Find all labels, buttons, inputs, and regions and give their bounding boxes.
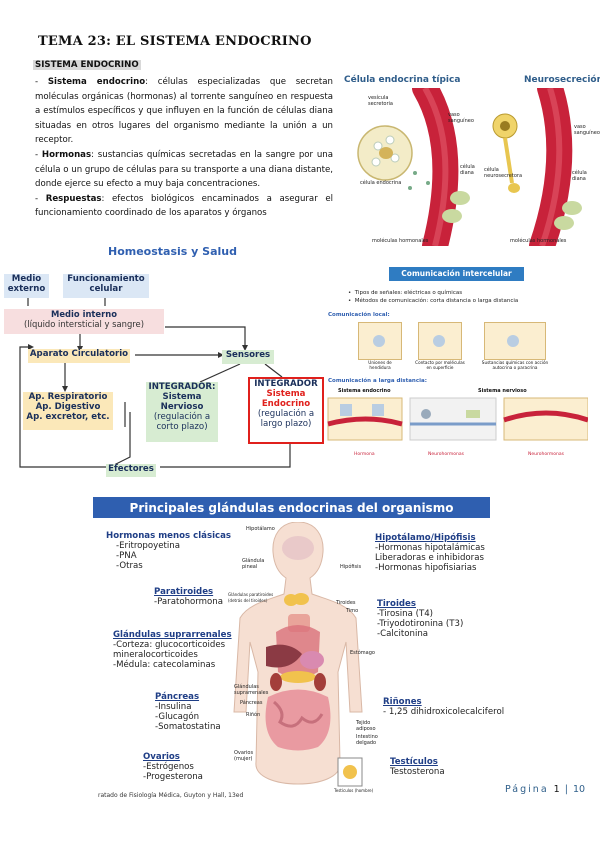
body-label-hipofisis: Hipófisis bbox=[340, 564, 362, 570]
label-celula-endocrina: célula endocrina bbox=[360, 180, 402, 186]
local-panel-1 bbox=[358, 322, 402, 360]
body-label-hipotalamo: Hipotálamo bbox=[246, 526, 275, 532]
comm-local-label: Comunicación local: bbox=[328, 312, 390, 318]
page-title: TEMA 23: EL SISTEMA ENDOCRINO bbox=[38, 34, 312, 49]
local-label-1: Uniones de hendidura bbox=[368, 360, 392, 370]
body-label-paratiroides: Glándulas paratiroides (detrás del tiroi… bbox=[228, 592, 274, 603]
body-label-pineal: Glándula pineal bbox=[242, 558, 265, 570]
comm-title: Comunicación intercelular bbox=[389, 267, 524, 281]
glands-title: Principales glándulas endocrinas del org… bbox=[93, 497, 490, 518]
section-heading: SISTEMA ENDOCRINO bbox=[33, 60, 141, 70]
box-medio-interno: Medio interno (líquido intersticial y sa… bbox=[4, 309, 164, 334]
figure-endocrine-cell: Célula endocrina típica Neurosecreción v… bbox=[340, 72, 600, 247]
gland-rinones: Riñones - 1,25 dihidroxicolecalciferol bbox=[383, 697, 505, 717]
gland-tiroides: Tiroides -Tirosina (T4) -Triyodotironina… bbox=[377, 599, 464, 639]
gland-paratiroides: Paratiroides -Paratohormona bbox=[154, 587, 224, 607]
bottom-label-1: Hormona bbox=[354, 452, 375, 457]
gland-testiculos: Testículos Testosterona bbox=[390, 757, 445, 777]
body-label-rinon: Riñón bbox=[246, 712, 261, 718]
body-label-estomago: Estómago bbox=[350, 650, 375, 656]
figure-caption: ratado de Fisiología Médica, Guyton y Ha… bbox=[98, 792, 244, 799]
label-celula-diana-right: célula diana bbox=[572, 170, 587, 182]
local-label-3: Sustancias químicas con acción autocrina… bbox=[481, 360, 549, 370]
body-label-suprarrenales: Glándulas suprarrenales bbox=[234, 684, 269, 696]
page-number: Página 1 | 10 bbox=[505, 784, 586, 795]
label-celula-diana-left: célula diana bbox=[460, 164, 475, 176]
local-label-2: Contacto por moléculas en superficie bbox=[415, 360, 465, 370]
body-label-intestino: Intestino delgado bbox=[356, 734, 378, 746]
gland-pancreas: Páncreas -Insulina -Glucagón -Somatostat… bbox=[155, 692, 221, 732]
label-vesicula: vesícula secretoria bbox=[368, 95, 393, 107]
figure-title-left: Célula endocrina típica bbox=[344, 75, 461, 85]
intro-text: - Sistema endocrino: células especializa… bbox=[35, 75, 333, 221]
box-funcionamiento: Funcionamiento celular bbox=[63, 274, 149, 298]
comm-larga-label: Comunicación a larga distancia: bbox=[328, 378, 427, 384]
homeostasis-title: Homeostasis y Salud bbox=[108, 245, 237, 258]
label-sys-endo: Sistema endocrino bbox=[338, 388, 391, 394]
body-labels: Hipotálamo Glándula pineal Hipófisis Glá… bbox=[228, 522, 378, 793]
comm-bullet: • Tipos de señales: eléctricas o química… bbox=[348, 290, 463, 296]
paragraph-hormonas: - Hormonas: sustancias químicas secretad… bbox=[35, 149, 333, 190]
body-label-pancreas: Páncreas bbox=[240, 700, 263, 706]
gland-hipotalamo: Hipotálamo/Hipófisis -Hormonas hipotalám… bbox=[375, 533, 485, 573]
body-label-tiroides: Tiroides bbox=[336, 600, 356, 606]
gland-suprarrenales: Glándulas suprarrenales -Corteza: glucoc… bbox=[113, 630, 232, 670]
label-moleculas-right: moléculas hormonales bbox=[510, 238, 567, 244]
label-sys-nerv: Sistema nervioso bbox=[478, 388, 527, 394]
label-vaso-right: vaso sanguíneo bbox=[574, 124, 600, 136]
local-panel-3 bbox=[484, 322, 546, 360]
figure-title-right: Neurosecreción bbox=[524, 75, 600, 85]
box-sensores: Sensores bbox=[222, 350, 274, 364]
box-integrador-nervioso: INTEGRADOR: Sistema Nervioso (regulación… bbox=[146, 382, 218, 442]
comm-bullets: • Tipos de señales: eléctricas o química… bbox=[348, 289, 518, 305]
box-aparatos: Ap. Respiratorio Ap. Digestivo Ap. excre… bbox=[23, 392, 113, 430]
cell-illustration bbox=[357, 88, 582, 246]
box-aparato-circulatorio: Aparato Circulatorio bbox=[28, 349, 130, 363]
larga-illustration bbox=[327, 397, 588, 441]
box-medio-externo: Medio externo bbox=[4, 274, 49, 298]
box-integrador-endocrino: INTEGRADOR Sistema Endocrino (regulación… bbox=[248, 377, 324, 444]
figure-comunicacion: Comunicación intercelular • Tipos de señ… bbox=[326, 262, 588, 462]
label-celula-neuro: célula neurosecretora bbox=[484, 167, 523, 179]
label-moleculas-left: moléculas hormonales bbox=[372, 238, 429, 244]
body-illustration bbox=[233, 522, 363, 787]
body-label-testiculos: Testículos (hombre) bbox=[334, 788, 374, 793]
local-panel-2 bbox=[418, 322, 462, 360]
paragraph-sistema: - Sistema endocrino: células especializa… bbox=[35, 77, 333, 146]
bottom-label-3: Neurohormonas bbox=[528, 452, 564, 457]
label-vaso-left: vaso sanguíneo bbox=[448, 112, 474, 124]
bottom-label-2: Neurohormonas bbox=[428, 452, 464, 457]
gland-menos-clasicas: Hormonas menos clásicas -Eritropoyetina … bbox=[106, 531, 232, 571]
paragraph-respuestas: - Respuestas: efectos biológicos encamin… bbox=[35, 193, 333, 219]
homeostasis-arrows bbox=[19, 297, 291, 468]
body-label-tejido: Tejido adiposo bbox=[356, 720, 376, 732]
comm-bullet: • Métodos de comunicación: corta distanc… bbox=[348, 298, 519, 304]
gland-ovarios: Ovarios -Estrógenos -Progesterona bbox=[143, 752, 203, 782]
body-label-timo: Timo bbox=[346, 608, 359, 614]
box-efectores: Efectores bbox=[106, 464, 156, 477]
body-label-ovarios: Ovarios (mujer) bbox=[234, 750, 254, 762]
